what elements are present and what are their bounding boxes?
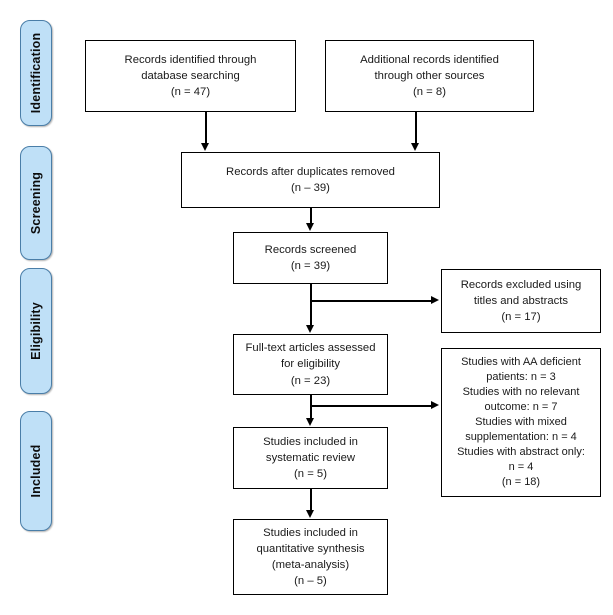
box-fulltext-assessed-text: Full-text articles assessed for eligibil…	[245, 342, 376, 387]
box-records-after-duplicates-removed-text: Records after duplicates removed (n – 39…	[226, 165, 395, 194]
box-additional-records-other-sources-text: Additional records identified through ot…	[360, 53, 499, 99]
box-records-after-duplicates-removed: Records after duplicates removed (n – 39…	[181, 152, 440, 208]
box-records-screened: Records screened (n = 39)	[233, 232, 388, 284]
connector-other-to-duplicates	[415, 112, 417, 144]
stage-label-eligibility: Eligibility	[29, 302, 43, 360]
connector-systematic-to-quantitative	[310, 489, 312, 511]
box-records-excluded: Records excluded using titles and abstra…	[441, 269, 601, 333]
box-additional-records-other-sources: Additional records identified through ot…	[325, 40, 534, 112]
connector-database-to-duplicates	[205, 112, 207, 144]
box-fulltext-assessed: Full-text articles assessed for eligibil…	[233, 334, 388, 395]
connector-fulltext-to-excluded-reasons	[310, 405, 432, 407]
connector-screened-to-fulltext	[310, 284, 312, 326]
connector-fulltext-to-included	[310, 395, 312, 419]
stage-pill-eligibility: Eligibility	[20, 268, 52, 394]
stage-label-included: Included	[29, 444, 43, 498]
box-records-screened-text: Records screened (n = 39)	[264, 243, 357, 272]
arrowhead-screened-to-excluded	[431, 296, 439, 304]
stage-pill-included: Included	[20, 411, 52, 531]
stage-label-identification: Identification	[29, 32, 43, 114]
arrowhead-systematic-to-quantitative	[306, 510, 314, 518]
box-included-systematic-review: Studies included in systematic review (n…	[233, 427, 388, 489]
stage-pill-screening: Screening	[20, 146, 52, 260]
arrowhead-fulltext-to-excluded-reasons	[431, 401, 439, 409]
box-records-identified-database: Records identified through database sear…	[85, 40, 296, 112]
box-included-quantitative-synthesis: Studies included in quantitative synthes…	[233, 519, 388, 595]
stage-label-screening: Screening	[29, 171, 43, 235]
box-included-systematic-review-text: Studies included in systematic review (n…	[263, 435, 358, 481]
arrowhead-duplicates-to-screened	[306, 223, 314, 231]
box-records-identified-database-text: Records identified through database sear…	[124, 53, 257, 99]
connector-screened-to-excluded	[310, 300, 432, 302]
box-records-excluded-text: Records excluded using titles and abstra…	[460, 278, 582, 324]
stage-pill-identification: Identification	[20, 20, 52, 126]
arrowhead-other-to-duplicates	[411, 143, 419, 151]
arrowhead-screened-to-fulltext	[306, 325, 314, 333]
connector-duplicates-to-screened	[310, 208, 312, 224]
box-fulltext-excluded-reasons: Studies with AA deficient patients: n = …	[441, 348, 601, 497]
box-included-quantitative-synthesis-text: Studies included in quantitative synthes…	[256, 526, 365, 588]
arrowhead-fulltext-to-included	[306, 418, 314, 426]
arrowhead-database-to-duplicates	[201, 143, 209, 151]
box-fulltext-excluded-reasons-text: Studies with AA deficient patients: n = …	[457, 356, 585, 488]
